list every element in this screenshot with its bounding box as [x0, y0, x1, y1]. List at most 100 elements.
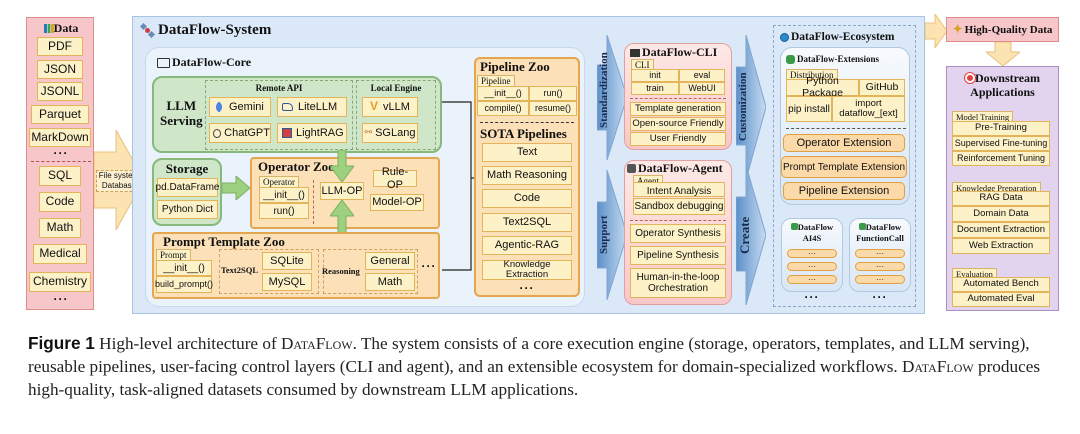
computer-icon: [630, 48, 640, 57]
llm-gemini: Gemini: [209, 97, 271, 117]
prompt-init: __init__(): [156, 260, 212, 276]
pipeline-run: run(): [529, 86, 577, 101]
caption-part-3: produces high-quality, task-aligned data…: [28, 357, 1041, 399]
ext-prompt-template-extension: Prompt Template Extension: [781, 156, 907, 178]
arrow-label-filesystem: File system: [98, 171, 140, 180]
sota-text2sql: Text2SQL: [482, 213, 572, 232]
cli-user-friendly: User Friendly: [630, 132, 726, 146]
prompt-to-op-arrow: [330, 200, 354, 234]
data-domain-code: Code: [39, 192, 81, 212]
hq-data-box: ✦ High-Quality Data: [946, 17, 1059, 42]
openai-icon: [213, 128, 222, 138]
pipeline-zoo-title: Pipeline Zoo: [480, 59, 550, 74]
laptop-icon: [157, 57, 170, 68]
caption-dataflow-name: DataFlow: [902, 357, 974, 376]
lightrag-icon: [282, 128, 292, 138]
caption-dataflow-name: DataFlow: [280, 334, 353, 353]
sparkle-icon: ✦: [952, 22, 963, 36]
text2sql-label: Text2SQL: [221, 265, 259, 275]
support-arrow: [597, 170, 627, 300]
downstream-title: Downstream Applications: [946, 71, 1059, 99]
hq-to-downstream-arrow: [986, 42, 1020, 66]
puzzle-icon: [790, 223, 798, 230]
core-title: DataFlow-Core: [157, 55, 251, 70]
sota-more: ···: [519, 281, 535, 295]
prompt-mysql: MySQL: [262, 273, 312, 291]
cli-template-generation: Template generation: [630, 102, 726, 116]
functioncall-title: DataFlow FunctionCall: [856, 222, 904, 243]
figure-caption: Figure 1 High-level architecture of Data…: [28, 332, 1068, 401]
sglang-icon: ⚯: [364, 127, 373, 138]
data-formats-more: ···: [53, 146, 69, 160]
app-automated-eval: Automated Eval: [952, 292, 1050, 307]
create-label: Create: [737, 216, 752, 254]
sota-code: Code: [482, 189, 572, 208]
cli-divider: [630, 98, 726, 99]
prompt-build: build_prompt(): [155, 276, 213, 293]
prompt-sqlite: SQLite: [262, 252, 312, 270]
ext-operator-extension: Operator Extension: [783, 134, 905, 152]
data-domain-chemistry: Chemistry: [29, 272, 91, 292]
cli-open-source: Open-source Friendly: [630, 117, 726, 131]
storage-python-dict: Python Dict: [157, 200, 218, 219]
support-label: Support: [598, 215, 610, 255]
ai4s-item: ···: [787, 262, 837, 271]
prompt-math: Math: [365, 273, 415, 291]
agent-operator-synthesis: Operator Synthesis: [630, 224, 726, 243]
data-format-pdf: PDF: [37, 37, 83, 56]
llm-litellm: LiteLLM: [277, 97, 347, 117]
storage-title: Storage: [165, 161, 209, 176]
arrow-label-database: Database: [101, 181, 137, 190]
extensions-divider: [786, 128, 906, 129]
operator-divider: [313, 180, 314, 224]
vllm-icon: V: [370, 99, 379, 114]
agent-sandbox-debugging: Sandbox debugging: [633, 198, 725, 215]
storage-dataframe: pd.DataFrame: [156, 178, 219, 197]
prompt-tag: Prompt: [156, 249, 191, 262]
agent-pipeline-synthesis: Pipeline Synthesis: [630, 246, 726, 265]
ext-pip-install: pip install: [786, 96, 832, 122]
llm-serving-label: LLM Serving: [160, 98, 203, 128]
app-domain-data: Domain Data: [952, 206, 1050, 222]
llm-lightrag: LightRAG: [277, 123, 347, 143]
prompt-general: General: [365, 252, 415, 270]
satellite-icon: [139, 22, 156, 39]
local-engine-title: Local Engine: [370, 83, 422, 93]
app-web-extraction: Web Extraction: [952, 238, 1050, 254]
app-rl-tuning: Reinforcement Tuning: [952, 151, 1050, 166]
agent-intent-analysis: Intent Analysis: [633, 182, 725, 197]
sota-text: Text: [482, 143, 572, 162]
operator-init: __init__(): [259, 187, 309, 203]
globe-icon: [780, 32, 789, 42]
app-sft: Supervised Fine-tuning: [952, 136, 1050, 151]
functioncall-item: ···: [855, 275, 905, 284]
data-format-jsonl: JSONL: [37, 82, 83, 101]
agent-title: DataFlow-Agent: [627, 161, 723, 176]
pipeline-divider: [480, 122, 574, 123]
ai4s-title: DataFlow AI4S: [781, 222, 843, 244]
data-format-markdown: MarkDown: [29, 128, 91, 147]
app-automated-bench: Automated Bench: [952, 277, 1050, 292]
robot-icon: [627, 164, 636, 173]
data-panel: Data PDF JSON JSONL Parquet MarkDown ···…: [26, 17, 94, 310]
data-panel-title: Data: [27, 21, 95, 36]
sota-pipelines-title: SOTA Pipelines: [480, 126, 567, 141]
ecosystem-title: DataFlow-Ecosystem: [780, 31, 894, 43]
sota-agentic-rag: Agentic-RAG: [482, 236, 572, 255]
data-format-parquet: Parquet: [31, 105, 89, 124]
standardization-label: Standardization: [598, 52, 610, 128]
ai4s-item: ···: [787, 275, 837, 284]
system-title: DataFlow-System: [139, 22, 271, 39]
text2sql-group: [219, 249, 319, 294]
agent-human-in-the-loop: Human-in-the-loop Orchestration: [630, 268, 726, 298]
data-input-arrow-label: File system Database: [96, 170, 142, 192]
ext-import: import dataflow_[ext]: [832, 96, 905, 122]
llm-sglang: ⚯SGLang: [362, 123, 418, 143]
caption-part-1: High-level architecture of: [94, 334, 281, 353]
bar-chart-icon: [43, 24, 54, 33]
reasoning-label: Reasoning: [322, 266, 360, 276]
puzzle-icon: [858, 223, 866, 230]
prompt-more: ···: [421, 259, 437, 273]
storage-to-operator-arrow: [222, 176, 250, 200]
